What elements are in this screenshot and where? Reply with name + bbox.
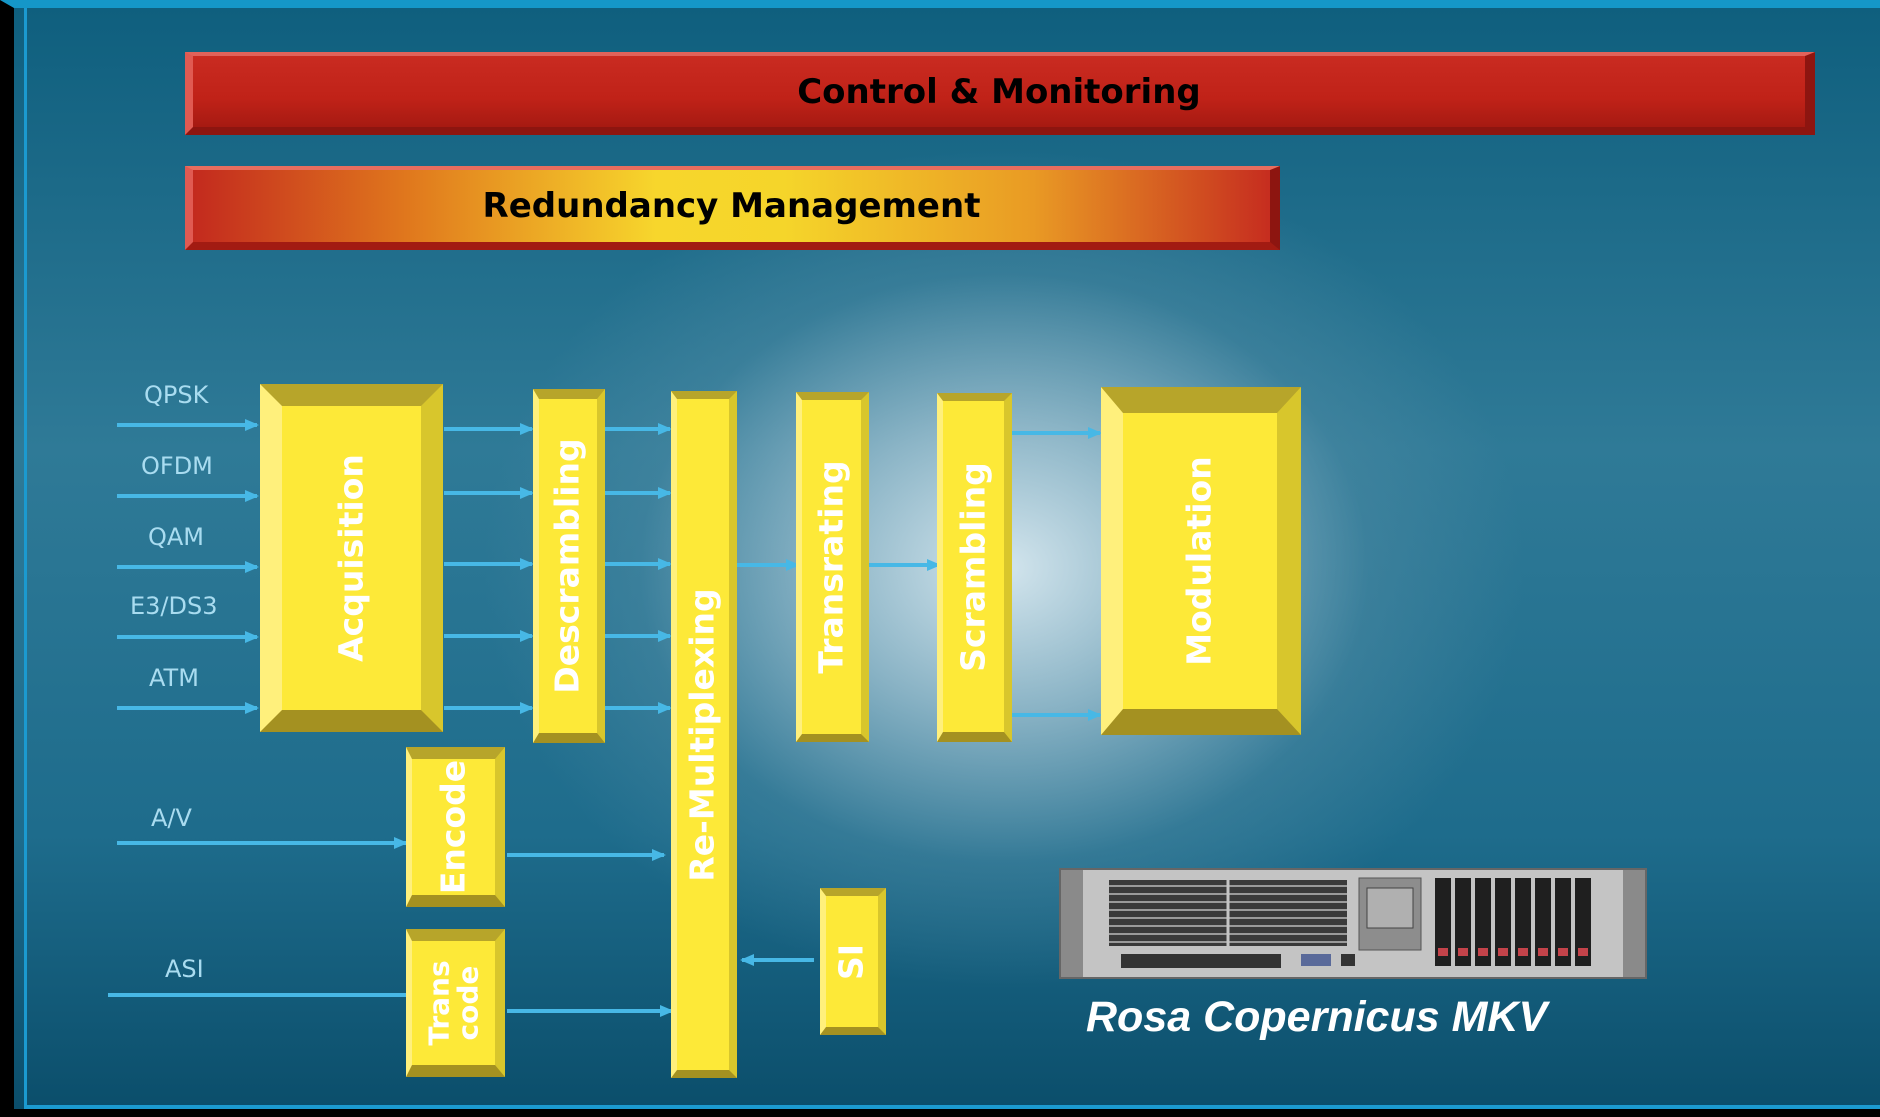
transcode-label-line2: code (451, 965, 485, 1041)
control-monitoring-banner: Control & Monitoring (185, 52, 1815, 135)
signal-arrows (108, 419, 1102, 1017)
transcode-block: Trans code (406, 929, 505, 1077)
modulation-block: Modulation (1101, 387, 1301, 735)
descrambling-label: Descrambling (547, 438, 587, 694)
transrating-block: Transrating (796, 392, 869, 742)
remultiplexing-label: Re-Multiplexing (682, 587, 722, 882)
scrambling-label: Scrambling (953, 461, 993, 672)
acquisition-block: Acquisition (260, 384, 443, 732)
rack-server-icon (1059, 868, 1647, 979)
input-label-atm: ATM (149, 664, 199, 692)
input-label-qam: QAM (148, 523, 205, 551)
remultiplexing-block: Re-Multiplexing (671, 391, 737, 1078)
acquisition-label: Acquisition (331, 454, 371, 662)
input-label-qpsk: QPSK (144, 381, 209, 409)
input-label-ofdm: OFDM (141, 452, 213, 480)
encode-label: Encode (433, 759, 473, 895)
redundancy-management-banner: Redundancy Management (185, 166, 1280, 250)
transcode-label: Trans code (422, 960, 485, 1046)
input-label-e3ds3: E3/DS3 (130, 592, 218, 620)
encode-block: Encode (406, 747, 505, 907)
transrating-label: Transrating (811, 460, 851, 674)
transcode-label-line1: Trans (422, 960, 456, 1046)
si-label: SI (831, 943, 871, 980)
modulation-label: Modulation (1179, 456, 1219, 666)
redundancy-management-label: Redundancy Management (482, 186, 981, 226)
input-label-asi: ASI (165, 955, 204, 983)
si-block: SI (820, 888, 886, 1035)
product-caption: Rosa Copernicus MKV (1086, 993, 1548, 1041)
control-monitoring-label: Control & Monitoring (797, 71, 1201, 112)
input-label-av: A/V (151, 804, 192, 832)
scrambling-block: Scrambling (937, 393, 1012, 742)
descrambling-block: Descrambling (533, 389, 605, 743)
